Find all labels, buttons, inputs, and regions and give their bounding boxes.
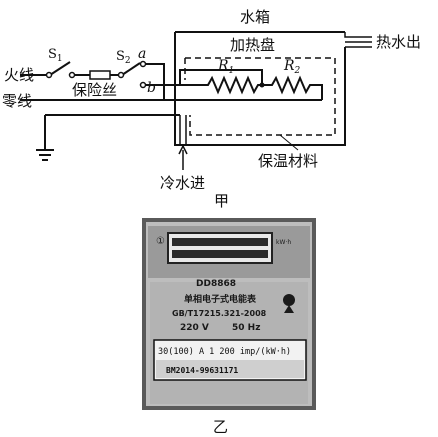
hot-water-out-label: 热水出	[376, 33, 421, 51]
electric-meter-photo	[142, 218, 316, 410]
neutral-wire-label: 零线	[2, 92, 32, 110]
terminal-b-label: b	[147, 80, 156, 96]
ground-wire	[36, 114, 180, 161]
meter-unit-label: kW·h	[276, 239, 291, 246]
switch-s1-blade[interactable]	[49, 61, 71, 76]
terminal-a-label: a	[138, 46, 146, 62]
water-tank-label: 水箱	[240, 8, 270, 26]
meter-name: 单相电子式电能表	[184, 293, 257, 305]
cold-water-pipe	[179, 115, 187, 145]
live-wire-label: 火线	[4, 66, 34, 84]
hot-water-pipe	[344, 32, 372, 48]
switch-s1-contact-left	[45, 71, 53, 79]
resistor-r2	[262, 75, 323, 100]
meter-display	[167, 232, 273, 264]
insulation-dashed-box	[185, 57, 336, 136]
fuse-label: 保险丝	[72, 81, 117, 99]
resistor-r1-label: R1	[217, 58, 234, 76]
switch-s1-label: S1	[48, 47, 63, 64]
junction-dot	[259, 82, 265, 88]
circuit-diagram	[20, 31, 372, 170]
insulation-label: 保温材料	[258, 152, 318, 170]
water-tank-outline	[174, 31, 346, 146]
resistor-r2-label: R2	[283, 58, 301, 76]
meter-corner-mark: ①	[156, 236, 165, 247]
terminal-a-dot	[139, 60, 147, 68]
insulation-leader	[279, 134, 299, 151]
terminal-b-dot	[139, 81, 147, 89]
meter-spec-text: 30(100) A 1 200 imp/(kW·h)	[158, 347, 291, 357]
figure-a-label: 甲	[214, 192, 229, 210]
switch-s2-contact	[117, 71, 125, 79]
meter-serial: BM2014-99631171	[166, 366, 238, 375]
meter-indicator-led	[283, 294, 295, 306]
figure-b-label: 乙	[213, 418, 228, 436]
switch-s1-contact-right	[68, 71, 76, 79]
switch-s2-blade[interactable]	[121, 62, 141, 76]
feed-wire	[163, 69, 263, 100]
cold-water-in-label: 冷水进	[160, 174, 205, 192]
meter-frequency: 50 Hz	[232, 323, 260, 333]
meter-standard: GB/T17215.321-2008	[172, 309, 267, 318]
meter-voltage: 220 V	[180, 323, 209, 333]
heating-plate-label: 加热盘	[230, 36, 275, 54]
resistor-r1	[200, 75, 262, 95]
meter-model: DD8868	[196, 279, 236, 289]
fuse-symbol	[89, 70, 111, 80]
switch-s2-label: S2	[116, 49, 131, 66]
terminal-a-wire	[144, 63, 165, 85]
